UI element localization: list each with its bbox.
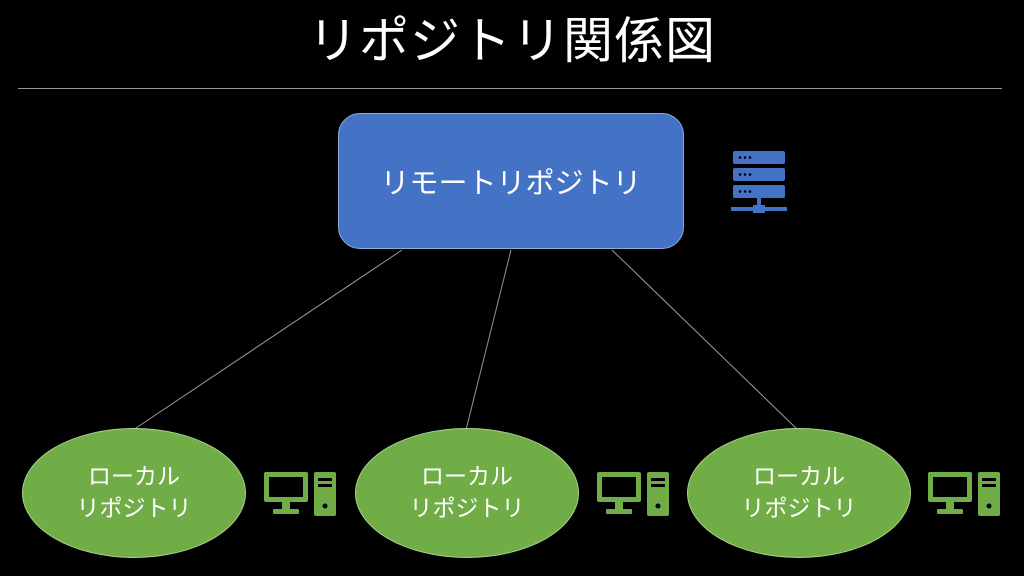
local-repository-label-line1: ローカル [421, 464, 513, 490]
title-divider [18, 88, 1002, 89]
connector-line-center [465, 249, 512, 431]
remote-repository-node: リモートリポジトリ [338, 113, 684, 249]
local-repository-node-3: ローカル リポジトリ [687, 428, 911, 558]
local-repository-node-2: ローカル リポジトリ [355, 428, 579, 558]
connector-line-right [611, 249, 799, 431]
slide-title: リポジトリ関係図 [308, 12, 716, 70]
local-repository-label-line1: ローカル [753, 464, 845, 490]
desktop-computer-icon [928, 472, 1000, 516]
local-repository-node-1: ローカル リポジトリ [22, 428, 246, 558]
local-repository-label-line2: リポジトリ [741, 496, 857, 522]
local-repository-label-line2: リポジトリ [76, 496, 192, 522]
local-repository-label-line2: リポジトリ [409, 496, 525, 522]
remote-repository-label: リモートリポジトリ [380, 166, 642, 200]
local-repository-label-line1: ローカル [88, 464, 180, 490]
desktop-computer-icon [597, 472, 669, 516]
connector-line-left [132, 249, 403, 431]
desktop-computer-icon [264, 472, 336, 516]
server-icon [731, 151, 787, 213]
